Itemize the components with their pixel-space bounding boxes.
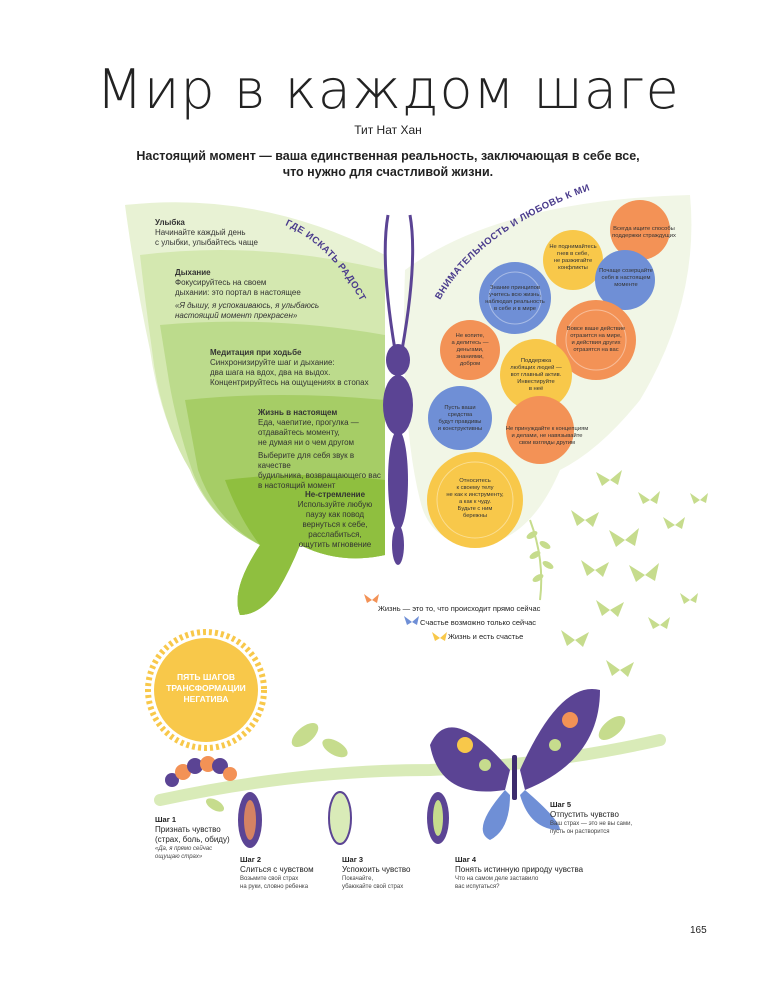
- walking-meditation-section: Медитация при ходьбе Синхронизируйте шаг…: [210, 348, 390, 388]
- section-text: Еда, чаепитие, прогулка —: [258, 418, 359, 427]
- step-4: Шаг 4 Понять истинную природу чувства Чт…: [455, 855, 595, 891]
- subtitle: Настоящий момент — ваша единственная реа…: [120, 148, 656, 180]
- step-3: Шаг 3 Успокоить чувство Покачайте, убаюк…: [342, 855, 442, 891]
- flowers: [427, 200, 670, 548]
- section-text: Используйте любую: [297, 500, 373, 509]
- step-note: пусть он растворится: [550, 829, 610, 835]
- non-striving-section: Не-стремление Используйте любую паузу ка…: [290, 490, 380, 550]
- subtitle-line: Настоящий момент — ваша единственная реа…: [136, 149, 640, 163]
- section-text: Синхронизируйте шаг и дыхание:: [210, 358, 335, 367]
- step-title: Шаг 1: [155, 815, 177, 824]
- step-note: ощущаю страх»: [155, 854, 203, 860]
- butterfly-flock: [561, 470, 708, 677]
- orange-butterfly-icon: [364, 594, 379, 603]
- section-text: паузу как повод: [305, 510, 365, 519]
- step-text: Слиться с чувством: [240, 865, 314, 874]
- branch: [154, 734, 666, 806]
- section-quote: «Я дышу, я успокаиваюсь, я улыбаюсь: [175, 301, 320, 310]
- step-text: Признать чувство: [155, 825, 221, 834]
- step-2: Шаг 2 Слиться с чувством Возьмите свой с…: [240, 855, 340, 891]
- section-title: Дыхание: [175, 268, 211, 277]
- step-note: Возьмите свой страх: [240, 876, 299, 882]
- step-title: Шаг 4: [455, 855, 477, 864]
- step-5: Шаг 5 Отпустить чувство Ваш страх — это …: [550, 800, 660, 836]
- butterfly-body: [383, 344, 413, 565]
- blue-butterfly-icon: [404, 616, 419, 625]
- legend-item: Счастье возможно только сейчас: [420, 618, 537, 627]
- section-text: дыхании: это портал в настоящее: [175, 288, 301, 297]
- step-note: на руки, словно ребенка: [240, 884, 309, 890]
- step-note: Что на самом деле заставило: [455, 876, 539, 882]
- step-text: (страх, боль, обиду): [155, 835, 230, 844]
- legend-item: Жизнь и есть счастье: [448, 632, 524, 641]
- step-title: Шаг 2: [240, 855, 262, 864]
- section-text: будильника, возвращающего вас: [258, 471, 381, 480]
- section-text: не думая ни о чем другом: [258, 438, 355, 447]
- caterpillar: [165, 756, 237, 787]
- step-title: Шаг 3: [342, 855, 364, 864]
- page-number: 165: [690, 925, 707, 936]
- legend-item: Жизнь — это то, что происходит прямо сей…: [378, 604, 541, 613]
- breathing-section: Дыхание Фокусируйтесь на своем дыхании: …: [175, 268, 375, 321]
- step-note: вас испугаться?: [455, 884, 500, 890]
- step-note: Ваш страх — это не вы сами,: [550, 821, 633, 827]
- section-text: Выберите для себя звук в качестве: [258, 451, 355, 470]
- subtitle-line: что нужно для счастливой жизни.: [282, 165, 494, 179]
- step-text: Отпустить чувство: [550, 810, 619, 819]
- section-quote: настоящий момент прекрасен»: [175, 311, 298, 320]
- section-text: Фокусируйтесь на своем: [175, 278, 267, 287]
- page-title: Мир в каждом шаге: [96, 58, 680, 121]
- section-title: Улыбка: [155, 218, 185, 227]
- sun-label: ПЯТЬ ШАГОВ ТРАНСФОРМАЦИИ НЕГАТИВА: [166, 672, 246, 704]
- step-1: Шаг 1 Признать чувство (страх, боль, оби…: [155, 815, 245, 861]
- section-text: Концентрируйтесь на ощущениях в стопах: [210, 378, 369, 387]
- left-wing: [125, 202, 385, 615]
- step-note: убаюкайте свой страх: [342, 884, 404, 890]
- sun-badge: [145, 629, 267, 751]
- author: Тит Нат Хан: [354, 123, 422, 137]
- section-text: в настоящий момент: [258, 481, 336, 490]
- big-butterfly: [430, 689, 600, 840]
- yellow-butterfly-icon: [432, 632, 447, 641]
- section-text: вернуться к себе,: [302, 520, 368, 529]
- section-title: Жизнь в настоящем: [258, 408, 338, 417]
- section-text: с улыбки, улыбайтесь чаще: [155, 238, 258, 247]
- living-now-section: Жизнь в настоящем Еда, чаепитие, прогулк…: [258, 408, 388, 491]
- section-text: два шага на вдох, два на выдох.: [210, 368, 331, 377]
- section-text: расслабиться,: [308, 530, 362, 539]
- section-text: ощутить мгновение: [298, 540, 372, 549]
- flower-text: Не копите,а делитесь —деньгами,знаниями,…: [451, 333, 489, 367]
- step-text: Понять истинную природу чувства: [455, 865, 584, 874]
- smile-section: Улыбка Начинайте каждый день с улыбки, у…: [155, 218, 355, 248]
- step-note: Покачайте,: [342, 876, 374, 882]
- step-text: Успокоить чувство: [342, 865, 411, 874]
- step-note: «Да, я прямо сейчас: [155, 846, 213, 852]
- step-title: Шаг 5: [550, 800, 572, 809]
- section-title: Медитация при ходьбе: [210, 348, 302, 357]
- cocoons: [238, 791, 449, 848]
- section-text: отдавайтесь моменту,: [258, 428, 340, 437]
- section-title: Не-стремление: [304, 490, 366, 499]
- section-text: Начинайте каждый день: [155, 228, 246, 237]
